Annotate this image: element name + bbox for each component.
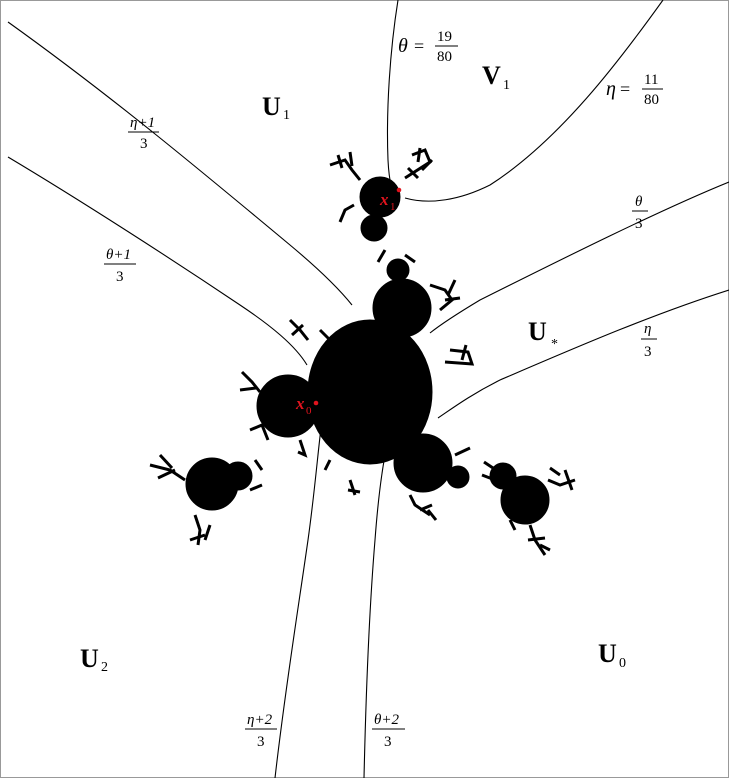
ray-eta-11-80 [404,0,664,202]
eta-eq: = [620,79,630,99]
region-U0-main: U [598,639,617,668]
ray-eta-plus1-over3 [7,21,353,306]
eta-symbol: η [606,78,616,100]
frac-num: η+1 [130,115,155,131]
bulb-lower-small [446,465,470,489]
label-theta-plus1-over3: θ+1 3 [104,247,136,285]
theta-den: 80 [437,49,452,65]
frac-den: 3 [644,344,652,360]
bulb-upper [372,278,432,338]
label-eta-plus2-over3: η+2 3 [245,712,277,750]
region-U1: U 1 [262,92,290,123]
bulb-upper-small [386,258,410,282]
region-U2-main: U [80,644,99,673]
region-V1-sub: 1 [503,78,510,93]
marked-points: x 1 x 0 [295,187,402,417]
bulb-right-b [489,462,517,490]
ray-eta-over3 [437,289,729,419]
frac-den: 3 [257,734,265,750]
ray-theta-over3 [429,181,729,334]
region-labels: U 1 V 1 U * U 2 U 0 [80,61,626,675]
point-x1-main: x [379,190,389,209]
point-x0-sub: 0 [306,405,312,417]
point-x1: x 1 [379,187,402,213]
label-eta-11-80: η = 11 80 [606,72,663,108]
bulb-x0 [256,374,320,438]
region-U1-sub: 1 [283,108,290,123]
theta-symbol: θ [398,35,408,57]
filaments [149,147,576,556]
frac-den: 3 [116,269,124,285]
point-x1-dot [396,187,402,193]
region-Ustar-sub: * [551,337,558,352]
label-eta-over3: η 3 [641,321,657,360]
bulb-lower [393,433,453,493]
label-theta-plus2-over3: θ+2 3 [372,712,405,750]
label-theta-over3: θ 3 [632,194,648,232]
ray-theta-plus2-over3 [363,449,387,778]
frac-num: θ+2 [374,712,399,728]
bulb-x1-lower [360,214,388,242]
frac-num: θ [635,194,643,210]
frac-den: 3 [635,216,643,232]
frac-num: η [644,321,651,337]
region-U2: U 2 [80,644,108,675]
point-x0-main: x [295,394,305,413]
region-V1: V 1 [482,61,510,93]
bulb-left-b [223,461,253,491]
point-x1-sub: 1 [390,201,396,213]
point-x0-dot [313,400,319,406]
ray-theta-plus1-over3 [7,156,308,366]
region-U1-main: U [262,92,281,121]
julia-set [149,147,576,556]
frac-den: 3 [140,136,148,152]
eta-den: 80 [644,92,659,108]
theta-num: 19 [437,29,452,45]
point-x0: x 0 [295,394,319,417]
region-Ustar: U * [528,317,558,352]
angle-labels: θ = 19 80 η = 11 80 [398,29,663,108]
region-U2-sub: 2 [101,660,108,675]
eta-num: 11 [644,72,658,88]
frac-den: 3 [384,734,392,750]
frac-num: θ+1 [106,247,131,263]
region-U0: U 0 [598,639,626,671]
ray-labels: η+1 3 θ+1 3 θ 3 η 3 η+2 3 θ+2 3 [104,115,657,750]
label-eta-plus1-over3: η+1 3 [128,115,159,152]
bulb-right-a [500,475,550,525]
label-theta-19-80: θ = 19 80 [398,29,458,65]
frac-num: η+2 [247,712,273,728]
ray-eta-plus2-over3 [274,419,323,778]
region-U0-sub: 0 [619,656,626,671]
theta-eq: = [414,36,424,56]
region-V1-main: V [482,61,501,90]
region-Ustar-main: U [528,317,547,346]
